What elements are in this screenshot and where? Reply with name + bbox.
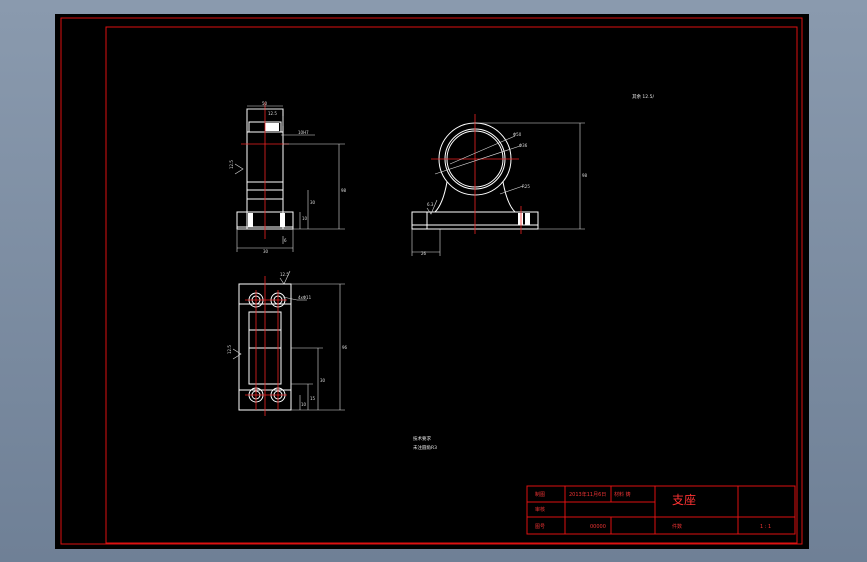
tb-label-check: 审核 xyxy=(535,506,545,513)
dim-front-rough-top: 12.5 xyxy=(268,111,277,116)
dim-front-top-width: 50 xyxy=(262,101,268,106)
technical-notes: 技术要求 未注圆角R3 xyxy=(413,435,437,451)
tb-label-drawing-no: 图号 xyxy=(535,524,545,530)
front-view: 50 10H7 12.5 12.5 98 30 10 xyxy=(229,101,347,254)
dim-front-height-total: 98 xyxy=(341,188,347,193)
side-view: Φ50 Φ36 R25 98 26 6.3 xyxy=(411,114,588,256)
dim-top-rough: 12.5 xyxy=(280,272,289,277)
roughness-note: 其余 12.5/ xyxy=(632,93,654,100)
drawing-title: 支座 xyxy=(672,492,696,507)
dim-side-height: 98 xyxy=(582,173,588,178)
dim-front-height-mid: 30 xyxy=(310,200,316,205)
inner-frame xyxy=(105,26,798,544)
tb-qty-label: 件数 xyxy=(672,523,682,530)
dim-top-w1: 30 xyxy=(320,378,326,383)
tb-drawing-no: 00000 xyxy=(590,524,606,530)
tb-material: 材料 铸 xyxy=(614,491,631,498)
dim-front-height-small: 10 xyxy=(302,216,308,221)
outer-frame xyxy=(60,17,803,545)
dim-top-hole: 4xΦ11 xyxy=(298,295,312,300)
dim-side-rough: 6.3 xyxy=(427,202,434,207)
drawing-canvas: 50 10H7 12.5 12.5 98 30 10 xyxy=(60,17,803,545)
dim-side-base-width: 26 xyxy=(421,251,427,256)
tb-date: 2013年11月6日 xyxy=(569,491,606,498)
dim-front-hole-note: 10H7 xyxy=(298,130,309,135)
tb-label-draw: 制图 xyxy=(535,491,545,498)
dim-top-len: 96 xyxy=(342,345,348,350)
tech-note-1: 技术要求 xyxy=(413,435,431,442)
drawing-sheet: 50 10H7 12.5 12.5 98 30 10 xyxy=(55,14,809,549)
dim-top-w2: 15 xyxy=(310,396,316,401)
top-view: 4xΦ11 12.5 12.5 96 30 15 10 xyxy=(227,270,348,416)
dim-top-w3: 10 xyxy=(301,402,307,407)
dim-front-step: 6 xyxy=(284,238,287,243)
dim-side-dia-2: Φ36 xyxy=(519,143,528,148)
dim-side-dia-3: R25 xyxy=(522,184,530,189)
dim-front-side-rough: 12.5 xyxy=(229,160,234,169)
tb-scale: 1 : 1 xyxy=(760,524,771,530)
roughness-note-text: 其余 12.5/ xyxy=(632,93,654,100)
title-block: 制图 2013年11月6日 材料 铸 审核 图号 00000 件数 1 : 1 … xyxy=(526,485,796,535)
tech-note-2: 未注圆角R3 xyxy=(413,444,437,451)
dim-top-rough-left: 12.5 xyxy=(227,345,232,354)
dim-front-bottom-width: 30 xyxy=(263,249,269,254)
dim-side-dia-1: Φ50 xyxy=(513,132,522,137)
